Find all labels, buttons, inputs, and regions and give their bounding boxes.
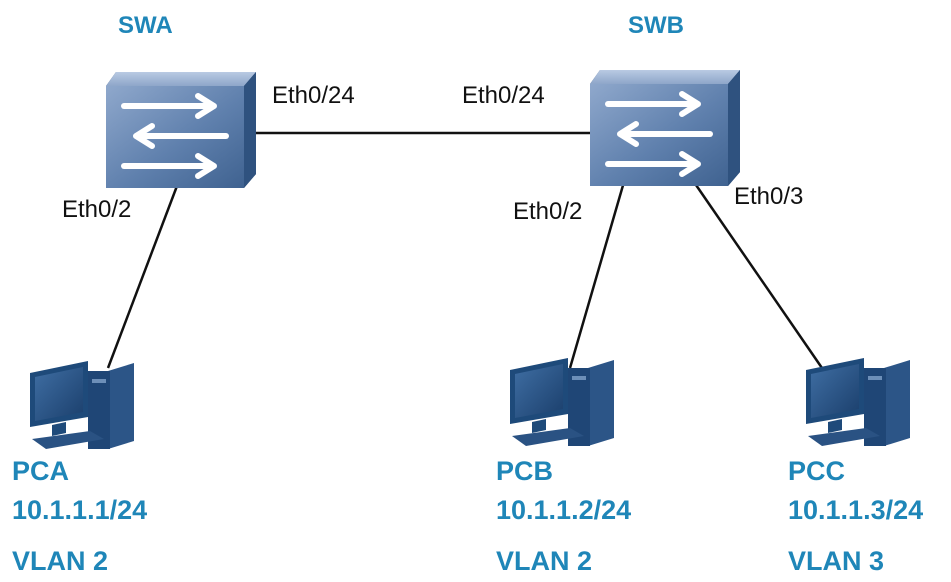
- swb-pcc-port-label: Eth0/3: [734, 183, 804, 210]
- pcb-vlan-label: VLAN 2: [496, 546, 593, 576]
- swa-pca-port-label: Eth0/2: [62, 196, 132, 223]
- pc-pcc: [806, 358, 910, 446]
- pca-ip-label: 10.1.1.1/24: [12, 495, 148, 525]
- link-swa-pca: [106, 177, 182, 369]
- pca-vlan-label: VLAN 2: [12, 546, 109, 576]
- switch-swa: [106, 72, 256, 188]
- computer-icon: [806, 358, 910, 446]
- computer-icon: [510, 358, 614, 446]
- pc-pcb: [510, 358, 614, 446]
- pcc-name-label: PCC: [788, 456, 846, 486]
- network-links: [106, 131, 824, 369]
- pcb-name-label: PCB: [496, 456, 554, 486]
- link-swb-pcb: [568, 174, 628, 369]
- pcb-ip-label: 10.1.1.2/24: [496, 495, 632, 525]
- switch-icon: [106, 72, 256, 188]
- swb-uplink-port-label: Eth0/24: [462, 82, 545, 109]
- swb-name-label: SWB: [628, 12, 684, 39]
- pc-pca: [30, 361, 134, 449]
- link-swb-pcc: [694, 184, 824, 369]
- switch-icon: [590, 70, 740, 186]
- switch-swb: [590, 70, 740, 186]
- pca-name-label: PCA: [12, 456, 70, 486]
- pcc-vlan-label: VLAN 3: [788, 546, 885, 576]
- pcc-ip-label: 10.1.1.3/24: [788, 495, 924, 525]
- swa-uplink-port-label: Eth0/24: [272, 82, 355, 109]
- swb-pcb-port-label: Eth0/2: [513, 198, 583, 225]
- computer-icon: [30, 361, 134, 449]
- swa-name-label: SWA: [118, 12, 173, 39]
